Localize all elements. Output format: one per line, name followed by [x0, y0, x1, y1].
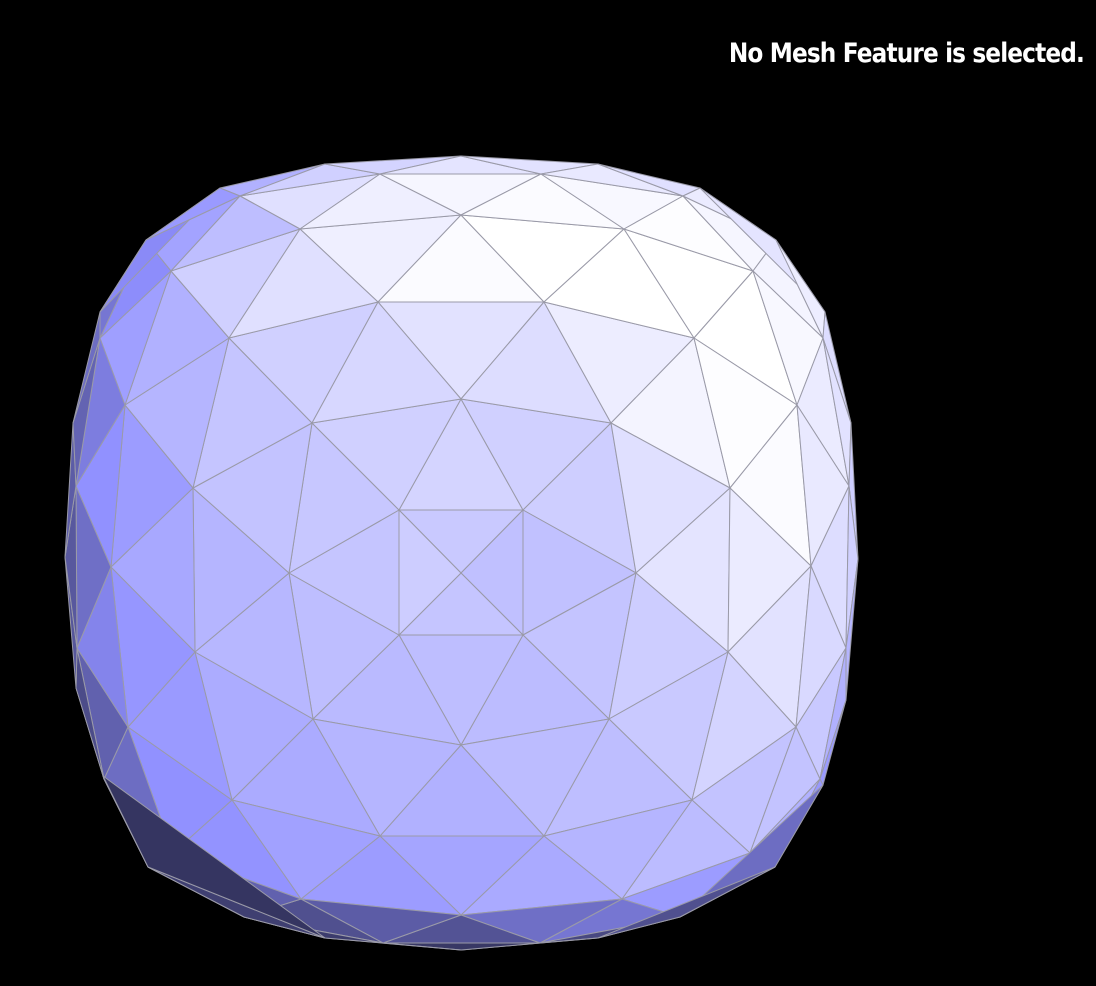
rounded-cube-mesh[interactable] — [64, 155, 859, 951]
mesh-face[interactable] — [145, 187, 241, 241]
mesh-face[interactable] — [597, 866, 776, 939]
mesh-face[interactable] — [382, 942, 541, 951]
selection-status-text: No Mesh Feature is selected. — [728, 38, 1085, 69]
mesh-face[interactable] — [170, 195, 301, 272]
mesh-face[interactable] — [311, 301, 462, 424]
mesh-face[interactable] — [228, 228, 379, 339]
mesh-face[interactable] — [102, 775, 326, 939]
